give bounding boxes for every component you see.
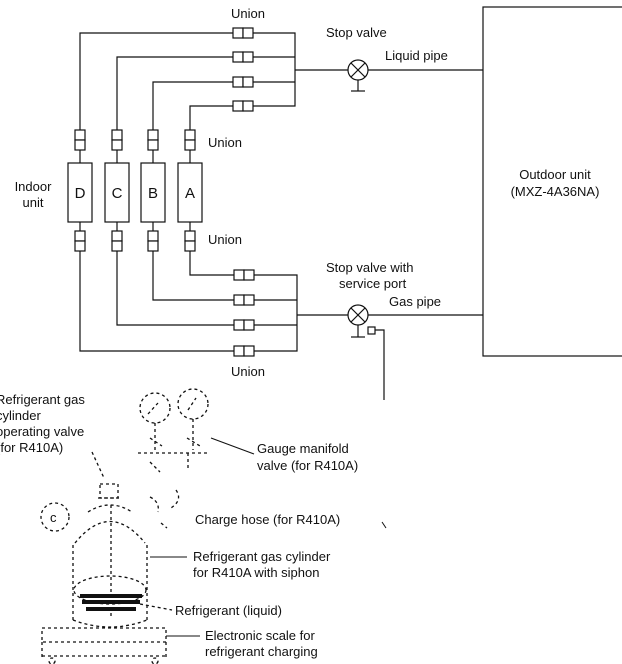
top-union-label: Union bbox=[231, 6, 265, 21]
union-fitting bbox=[74, 129, 86, 151]
union-fitting bbox=[147, 230, 159, 252]
scale-label-1: Electronic scale for bbox=[205, 628, 315, 643]
union-fitting bbox=[232, 27, 254, 39]
liquid-refrigerant-label: Refrigerant (liquid) bbox=[175, 603, 282, 618]
indoor-unit-label-line2: unit bbox=[23, 195, 44, 210]
charge-hose-sketch bbox=[149, 489, 180, 529]
scale-label-2: refrigerant charging bbox=[205, 644, 318, 659]
indoor-unit-b: B bbox=[140, 162, 166, 223]
siphon-cylinder-label-1: Refrigerant gas cylinder bbox=[193, 549, 331, 564]
stop-valve-service-line2: service port bbox=[339, 276, 407, 291]
charge-hose-label: Charge hose (for R410A) bbox=[195, 512, 340, 527]
cylinder-valve-label-2: cylinder bbox=[0, 408, 41, 423]
svg-text:C: C bbox=[112, 185, 123, 202]
indoor-units: D C B A bbox=[67, 162, 203, 223]
gauge-manifold-label-1: Gauge manifold bbox=[257, 441, 349, 456]
liquid-stop-valve bbox=[347, 59, 369, 92]
union-fitting bbox=[233, 269, 255, 281]
charge-hose-end-mark bbox=[381, 521, 387, 529]
union-fitting bbox=[232, 100, 254, 112]
outdoor-unit-title: Outdoor unit bbox=[519, 167, 591, 182]
indoor-unit-label-line1: Indoor bbox=[15, 179, 53, 194]
bottom-union-label: Union bbox=[231, 364, 265, 379]
outdoor-unit-box bbox=[482, 6, 622, 357]
liquid-horizontal-unions bbox=[232, 27, 254, 112]
cylinder-valve-label-1: Refrigerant gas bbox=[0, 392, 85, 407]
gauge-manifold-leader bbox=[210, 437, 255, 455]
union-fitting bbox=[233, 345, 255, 357]
stop-valve-service-line1: Stop valve with bbox=[326, 260, 413, 275]
svg-text:D: D bbox=[75, 185, 86, 202]
union-fitting bbox=[111, 129, 123, 151]
union-fitting bbox=[74, 230, 86, 252]
siphon-cylinder-label-2: for R410A with siphon bbox=[193, 565, 319, 580]
gas-horizontal-unions bbox=[233, 269, 255, 357]
liquid-pipe-label: Liquid pipe bbox=[385, 48, 448, 63]
indoor-unit-c: C bbox=[104, 162, 130, 223]
union-fitting bbox=[232, 51, 254, 63]
gauge-manifold-label-2: valve (for R410A) bbox=[257, 458, 358, 473]
cylinder-valve-label-4: (for R410A) bbox=[0, 440, 63, 455]
lower-vertical-unions bbox=[74, 222, 196, 252]
union-fitting bbox=[147, 129, 159, 151]
gas-pipe-label: Gas pipe bbox=[389, 294, 441, 309]
cylinder-valve-label-3: operating valve bbox=[0, 424, 84, 439]
outdoor-unit-model: (MXZ-4A36NA) bbox=[511, 184, 600, 199]
electronic-scale-sketch bbox=[41, 627, 167, 664]
union-fitting bbox=[232, 76, 254, 88]
union-fitting bbox=[184, 129, 196, 151]
union-lower-label: Union bbox=[208, 232, 242, 247]
upper-vertical-unions bbox=[74, 129, 196, 163]
stop-valve-label: Stop valve bbox=[326, 25, 387, 40]
valve-handle-mark: c bbox=[50, 510, 57, 525]
union-fitting bbox=[233, 319, 255, 331]
cylinder-valve-leader bbox=[91, 451, 105, 479]
svg-text:B: B bbox=[148, 185, 158, 202]
union-fitting bbox=[111, 230, 123, 252]
gauge-manifold-sketch bbox=[138, 388, 210, 473]
liquid-refrigerant-leader bbox=[139, 603, 173, 611]
svg-text:A: A bbox=[185, 185, 195, 202]
union-upper-label: Union bbox=[208, 135, 242, 150]
gas-stop-valve-with-service-port bbox=[347, 304, 385, 400]
union-fitting bbox=[184, 230, 196, 252]
refrigerant-cylinder-sketch: c bbox=[40, 483, 148, 628]
indoor-unit-a: A bbox=[177, 162, 203, 223]
union-fitting bbox=[233, 294, 255, 306]
indoor-unit-d: D bbox=[67, 162, 93, 223]
